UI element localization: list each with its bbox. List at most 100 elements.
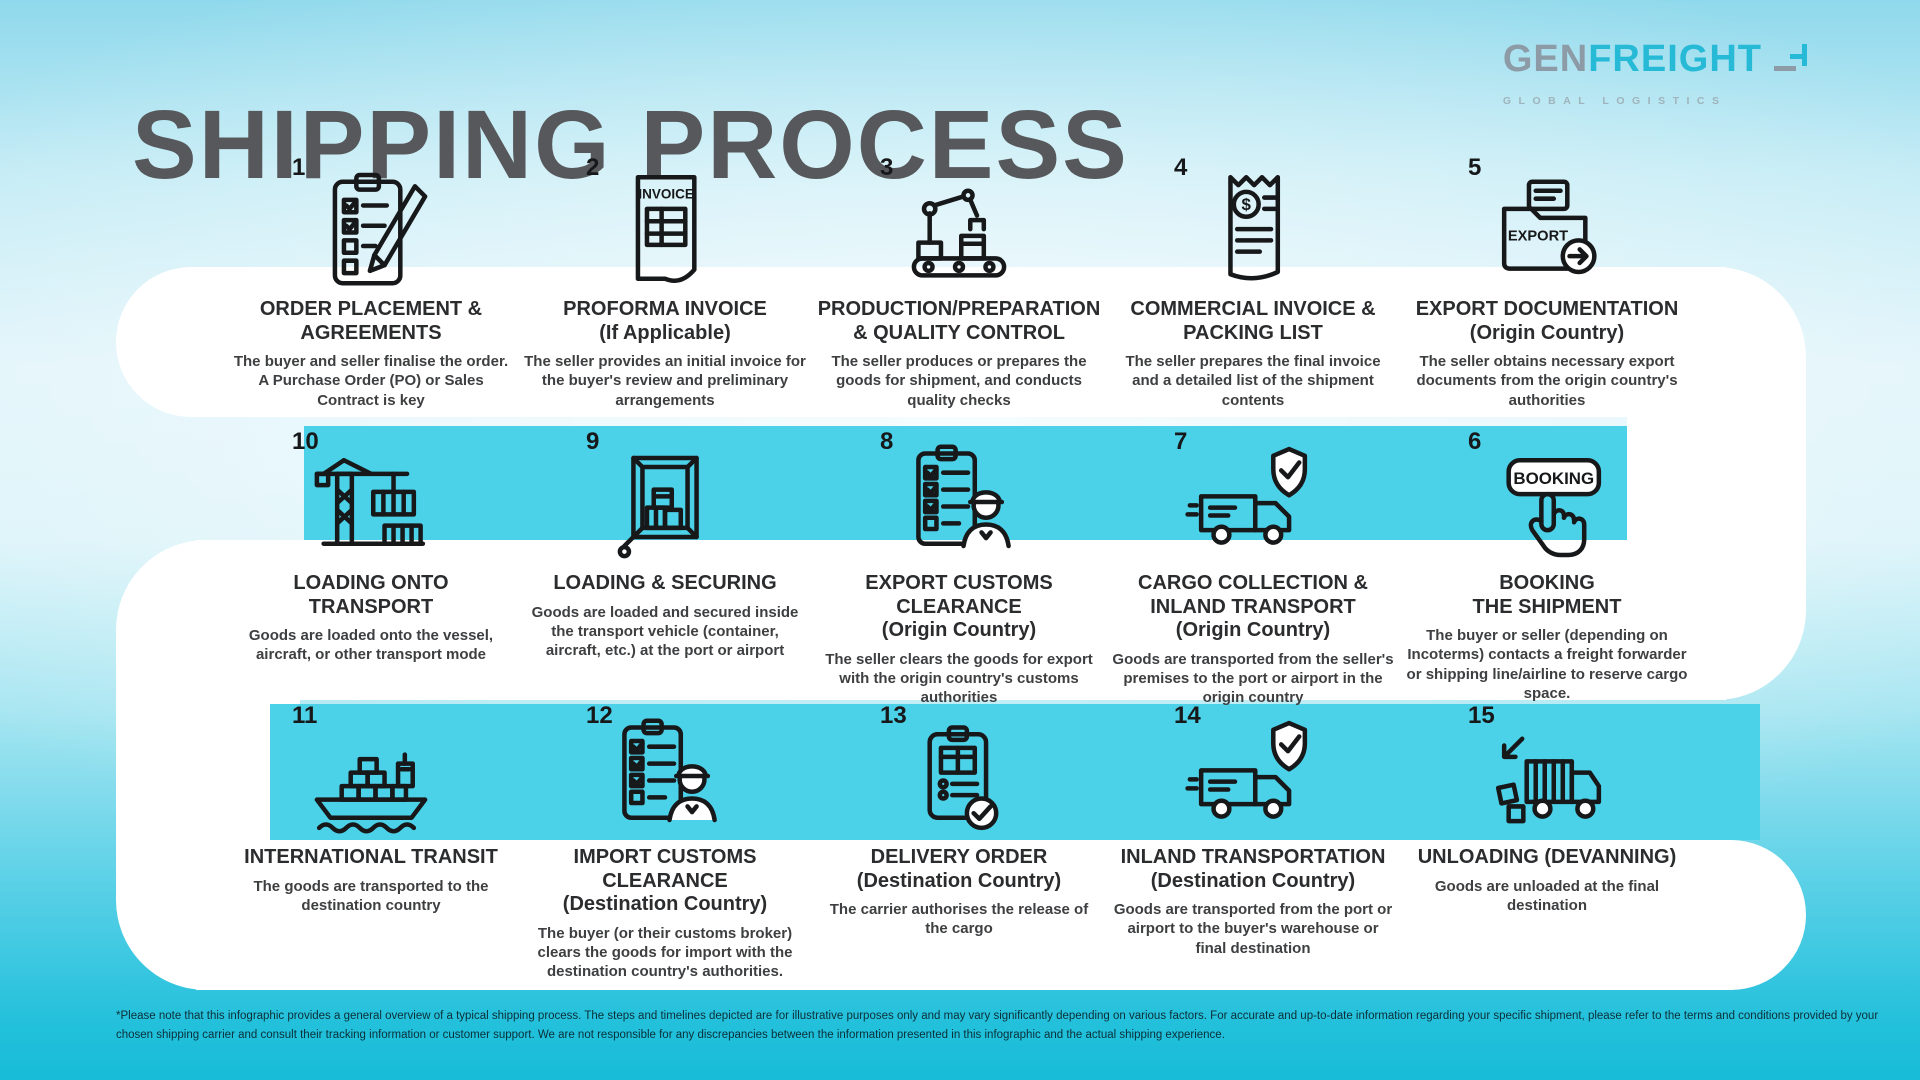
svg-text:$: $ (1242, 195, 1252, 214)
step-description: The seller produces or prepares the good… (831, 353, 1087, 409)
step-description: The goods are transported to the destina… (253, 877, 489, 914)
genfreight-logo: GENFREIGHT GLOBAL LOGISTICS (1503, 40, 1816, 107)
step-icon-wrap: 9 (580, 428, 750, 564)
logo-part-gen: GEN (1502, 38, 1589, 80)
step-icon-wrap: 8 (874, 428, 1044, 564)
step-number: 12 (586, 702, 613, 729)
step-number: 9 (586, 428, 600, 455)
receipt-dollar-icon: $ (1184, 166, 1322, 290)
step-description: The seller provides an initial invoice f… (524, 353, 806, 409)
clipboard-pencil-icon (302, 166, 440, 290)
step-title: BOOKING THE SHIPMENT (1472, 572, 1622, 618)
step-icon-wrap: 4$ (1168, 154, 1338, 290)
svg-text:BOOKING: BOOKING (1513, 469, 1594, 488)
ribbon-band-row2 (196, 540, 1726, 700)
step-number: 10 (292, 428, 319, 455)
logo-wordmark: GENFREIGHT (1503, 40, 1762, 78)
truck-shield-icon (1184, 440, 1322, 564)
step-description: The seller prepares the final invoice an… (1125, 353, 1381, 409)
step-number: 13 (880, 702, 907, 729)
step-title: LOADING ONTO TRANSPORT (293, 572, 449, 618)
step-description: Goods are loaded and secured inside the … (531, 603, 799, 659)
step-description: The buyer (or their customs broker) clea… (537, 924, 793, 981)
step-title: IMPORT CUSTOMS CLEARANCE (Destination Co… (562, 846, 768, 916)
delivery-checklist-icon (890, 714, 1028, 838)
step-description: The buyer or seller (depending on Incote… (1406, 627, 1688, 702)
step-number: 6 (1468, 428, 1482, 455)
step-title: UNLOADING (DEVANNING) (1417, 846, 1677, 868)
step-title: PROFORMA INVOICE (If Applicable) (563, 298, 767, 344)
step-number: 15 (1468, 702, 1495, 729)
step-icon-wrap: 10 (286, 428, 456, 564)
step-title: ORDER PLACEMENT & AGREEMENTS (259, 298, 483, 344)
cyan-strip-row2 (304, 426, 1627, 540)
step-description: The buyer and seller finalise the order.… (233, 353, 509, 409)
step-icon-wrap: 1 (286, 154, 456, 290)
step-description: The seller clears the goods for export w… (825, 650, 1093, 707)
truck-unloading-icon (1478, 714, 1616, 838)
step-number: 7 (1174, 428, 1188, 455)
step-icon-wrap: 7 (1168, 428, 1338, 564)
cargo-ship-icon (302, 714, 440, 838)
step-icon-wrap: 3 (874, 154, 1044, 290)
step-title: LOADING & SECURING (553, 572, 777, 594)
step-title: CARGO COLLECTION & INLAND TRANSPORT (Ori… (1138, 572, 1368, 642)
booking-button-icon: BOOKING (1478, 440, 1616, 564)
container-boxes-icon (596, 440, 734, 564)
logo-part-freight: FREIGHT (1588, 38, 1762, 80)
step-title: EXPORT CUSTOMS CLEARANCE (Origin Country… (865, 572, 1053, 642)
step-description: Goods are transported from the seller's … (1112, 650, 1394, 707)
export-folder-icon: EXPORT (1478, 166, 1616, 290)
step-number: 5 (1468, 154, 1482, 181)
step-icon-wrap: 13 (874, 702, 1044, 838)
ribbon-band-row1 (116, 267, 1726, 417)
logo-mark-icon (1772, 40, 1816, 89)
step-number: 14 (1174, 702, 1201, 729)
step-number: 4 (1174, 154, 1188, 181)
step-number: 8 (880, 428, 894, 455)
cyan-strip-row3 (270, 704, 1760, 840)
svg-text:INVOICE: INVOICE (638, 187, 694, 202)
truck-shield-icon (1184, 714, 1322, 838)
production-line-icon (890, 166, 1028, 290)
step-number: 11 (292, 702, 318, 729)
step-title: COMMERCIAL INVOICE & PACKING LIST (1130, 298, 1376, 344)
ribbon-band-row3 (196, 840, 1806, 990)
page-title: SHIPPING PROCESS (132, 89, 1129, 199)
step-icon-wrap: 11 (286, 702, 456, 838)
step-title: EXPORT DOCUMENTATION (Origin Country) (1415, 298, 1679, 344)
step-number: 3 (880, 154, 894, 181)
step-title: INLAND TRANSPORTATION (Destination Count… (1120, 846, 1386, 892)
svg-text:EXPORT: EXPORT (1508, 228, 1568, 244)
step-icon-wrap: 14 (1168, 702, 1338, 838)
customs-officer-icon (890, 440, 1028, 564)
footer-disclaimer: *Please note that this infographic provi… (116, 1009, 1879, 1041)
customs-officer-icon (596, 714, 734, 838)
step-title: INTERNATIONAL TRANSIT (244, 846, 498, 868)
step-description: Goods are loaded onto the vessel, aircra… (248, 627, 494, 664)
step-icon-wrap: 15 (1462, 702, 1632, 838)
step-number: 2 (586, 154, 600, 181)
step-number: 1 (292, 154, 306, 181)
invoice-document-icon: INVOICE (596, 166, 734, 290)
step-description: Goods are unloaded at the final destinat… (1434, 877, 1660, 914)
